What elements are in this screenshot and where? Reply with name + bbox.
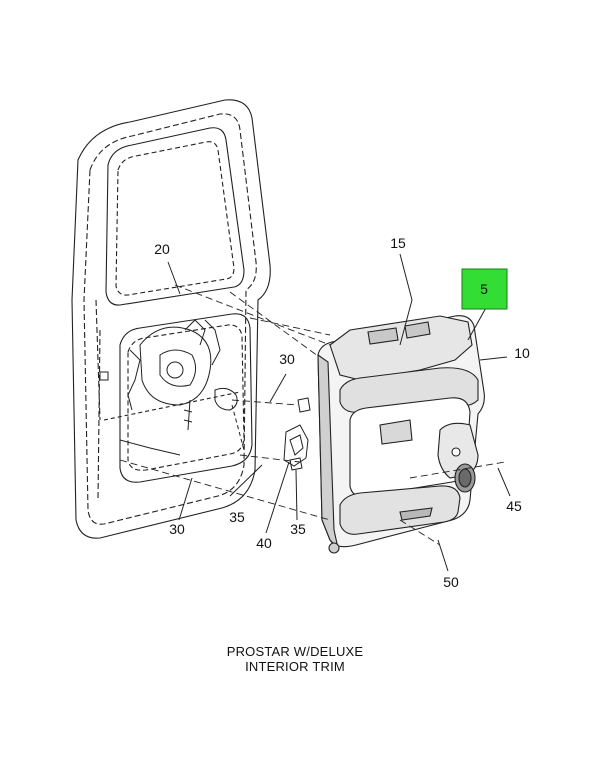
door-frame <box>71 99 271 539</box>
window-regulator <box>99 319 245 456</box>
door-trim-panel <box>317 315 485 554</box>
caption-title: PROSTAR W/DELUXE <box>226 644 364 659</box>
callout-40[interactable]: 40 <box>256 535 272 551</box>
callout-50[interactable]: 50 <box>443 574 459 590</box>
leader-lines <box>167 253 511 572</box>
callout-35-left[interactable]: 35 <box>229 509 245 525</box>
callout-15[interactable]: 15 <box>390 235 406 251</box>
callout-30-mid[interactable]: 30 <box>279 351 295 367</box>
projection-lines <box>119 284 506 546</box>
callout-10[interactable]: 10 <box>514 345 530 361</box>
callout-35-right[interactable]: 35 <box>290 521 306 537</box>
callout-5[interactable]: 5 <box>480 281 488 297</box>
caption-subtitle: INTERIOR TRIM <box>245 659 345 674</box>
callout-45[interactable]: 45 <box>506 498 522 514</box>
callout-30-bottom[interactable]: 30 <box>169 521 185 537</box>
highlight-box-part-5[interactable] <box>461 268 508 310</box>
callout-20[interactable]: 20 <box>154 241 170 257</box>
speaker-bracket-parts <box>283 397 311 471</box>
